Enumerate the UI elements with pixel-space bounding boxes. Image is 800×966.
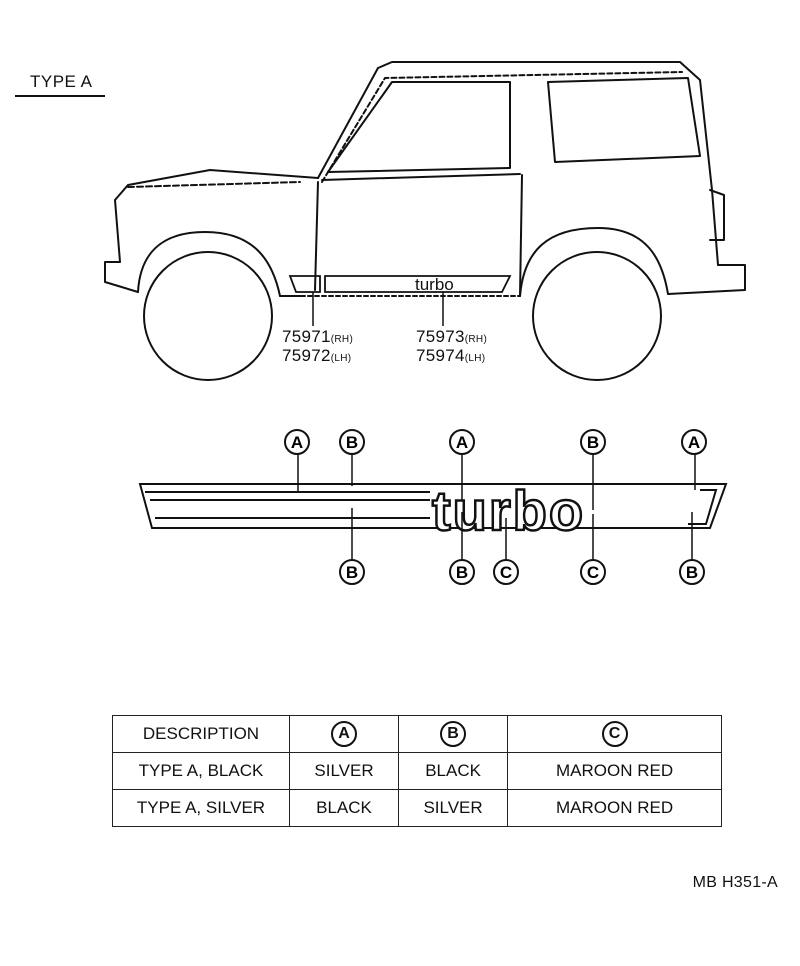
legend-row: TYPE A, SILVER BLACK SILVER MAROON RED [112,789,722,827]
part-number-main-lh: 75974(LH) [416,346,486,365]
svg-text:B: B [346,563,358,582]
svg-text:B: B [686,563,698,582]
svg-text:B: B [346,433,358,452]
vehicle-decal-text: turbo [415,275,454,294]
decal-diagram: turbo turbo A B A B A B B C C B [104,61,746,585]
svg-text:C: C [500,563,512,582]
callout-b-2: B [580,429,606,455]
legend-cell: MAROON RED [507,789,722,827]
legend-header-row: DESCRIPTION A B C [112,715,722,753]
callout-a-2: A [449,429,475,455]
part-number-rear-lh: 75972(LH) [282,346,352,365]
legend-cell: BLACK [398,752,509,790]
svg-text:A: A [456,433,468,452]
type-label: TYPE A [30,72,93,91]
legend-cell: TYPE A, SILVER [112,789,290,827]
svg-text:B: B [587,433,599,452]
stripe-detail [138,483,728,529]
legend-row: TYPE A, BLACK SILVER BLACK MAROON RED [112,752,722,790]
legend-header-c: C [507,715,722,753]
callout-a-3: A [681,429,707,455]
legend-cell: SILVER [288,752,400,790]
part-number-rear-rh: 75971(RH) [282,327,354,346]
svg-text:C: C [587,563,599,582]
main-decal [324,275,512,293]
color-legend-table: DESCRIPTION A B C TYPE A, BLACK SILVER B… [112,715,722,827]
vehicle-decal [288,275,512,293]
legend-cell: TYPE A, BLACK [112,752,290,790]
part-number-main-rh: 75973(RH) [416,327,488,346]
rear-window [547,77,701,163]
svg-text:A: A [688,433,700,452]
legend-cell: BLACK [288,789,400,827]
callout-leaders [297,454,696,560]
legend-header-description: DESCRIPTION [112,715,290,753]
callout-b-5: B [679,559,705,585]
part-leaders [312,292,444,326]
legend-cell: MAROON RED [507,752,722,790]
door-window [327,81,511,173]
svg-text:A: A [291,433,303,452]
type-underline [15,95,105,97]
legend-header-b: B [398,715,509,753]
legend-header-a: A [288,715,400,753]
callout-b-1: B [339,429,365,455]
callout-c-1: C [493,559,519,585]
rear-decal [288,275,321,293]
callout-a-1: A [284,429,310,455]
callout-b-3: B [339,559,365,585]
vehicle-outline [104,61,746,381]
callout-c-2: C [580,559,606,585]
drawing-code: MB H351-A [692,874,778,891]
legend-cell: SILVER [398,789,509,827]
svg-text:B: B [456,563,468,582]
callout-b-4: B [449,559,475,585]
stripe-text: turbo [432,479,585,542]
